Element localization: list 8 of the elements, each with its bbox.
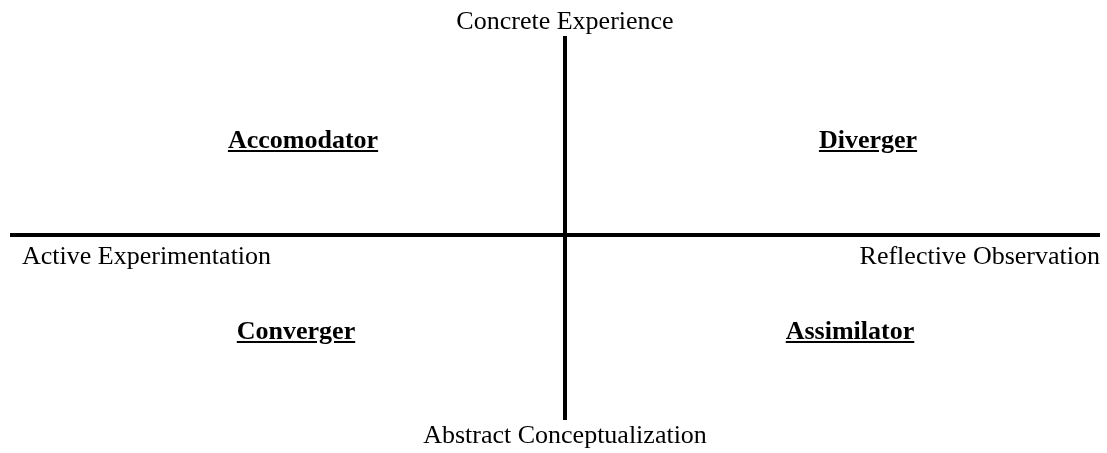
quadrant-title: Accomodator bbox=[227, 125, 379, 155]
axis-label: Active Experimentation bbox=[22, 241, 272, 271]
quadrant-title: Converger bbox=[236, 316, 356, 346]
quadrant-title: Diverger bbox=[818, 125, 918, 155]
axis-label: Abstract Conceptualization bbox=[423, 420, 707, 450]
quadrant-title: Assimilator bbox=[785, 316, 915, 346]
axis-label: Reflective Observation bbox=[859, 241, 1100, 271]
axis-label: Concrete Experience bbox=[456, 6, 674, 36]
